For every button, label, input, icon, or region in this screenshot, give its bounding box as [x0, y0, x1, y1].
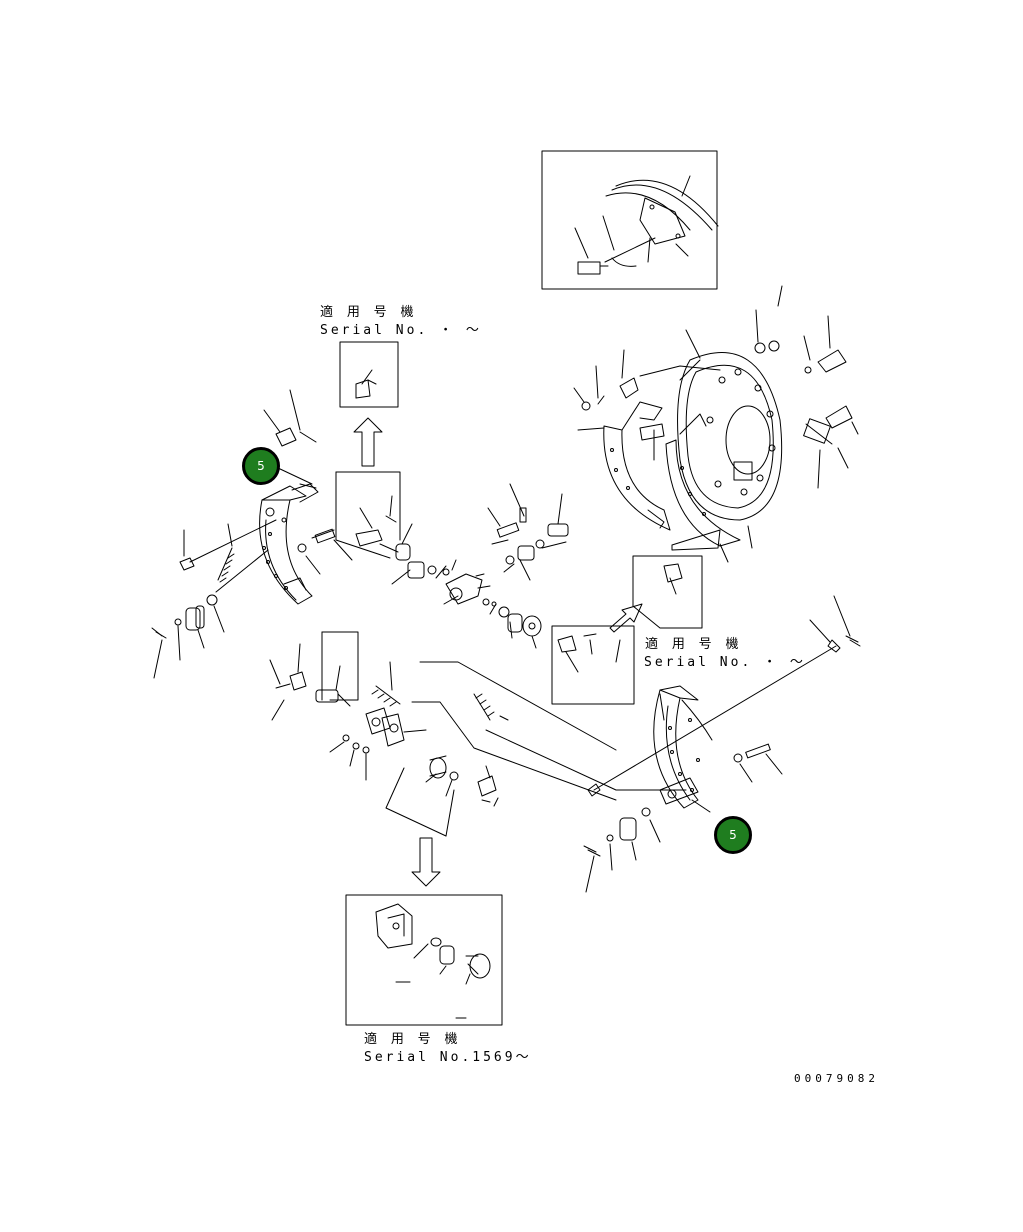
- brake-shoe-lower-right: [653, 685, 713, 809]
- right-serial-title: 適 用 号 機: [645, 637, 742, 652]
- bottom-serial-title: 適 用 号 機: [364, 1032, 461, 1047]
- top-serial-text: Serial No. ・ 〜: [320, 323, 482, 338]
- detail-inset-bottom: [345, 894, 503, 1026]
- detail-inset-middle: [551, 625, 635, 705]
- top-serial-title: 適 用 号 機: [320, 305, 417, 320]
- arrow-down: [411, 837, 441, 887]
- backing-plate: [677, 352, 783, 521]
- arrow-right: [609, 603, 643, 633]
- detail-inset-pin: [339, 341, 399, 408]
- brake-shoe-left: [259, 483, 319, 605]
- arrow-up: [353, 417, 383, 467]
- detail-inset-right: [632, 555, 703, 629]
- bottom-serial-text: Serial No.1569〜: [364, 1050, 532, 1065]
- right-serial-text: Serial No. ・ 〜: [644, 655, 806, 670]
- brake-shoe-right: [603, 401, 741, 551]
- callout-5-right[interactable]: 5: [714, 816, 752, 854]
- drawing-number: 00079082: [794, 1072, 879, 1085]
- callout-5-left[interactable]: 5: [242, 447, 280, 485]
- detail-inset-backing-plate: [541, 150, 719, 290]
